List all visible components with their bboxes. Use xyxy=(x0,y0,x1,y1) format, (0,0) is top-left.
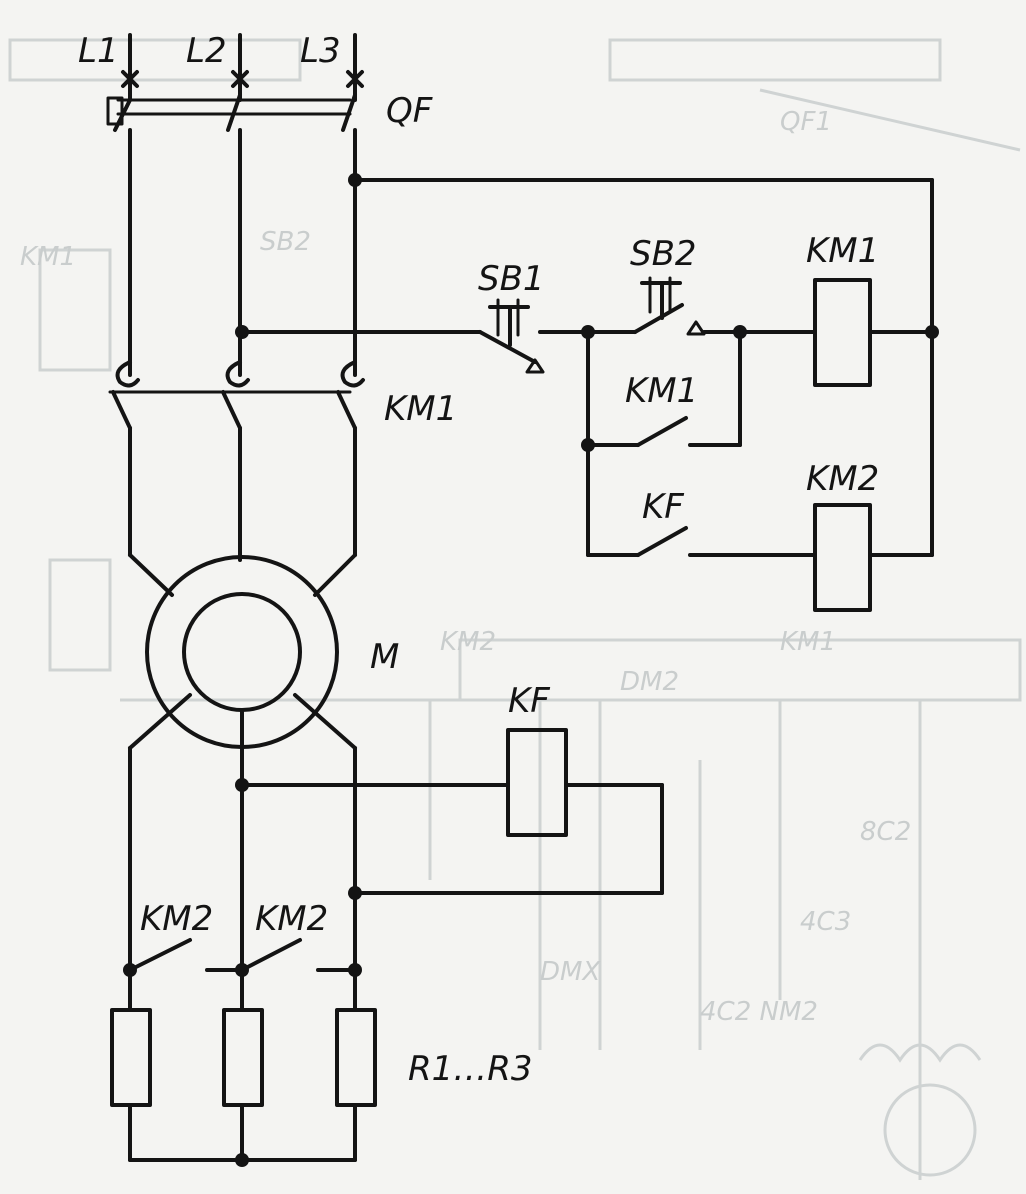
control-circuit xyxy=(235,173,939,612)
km2-coil-icon xyxy=(813,503,872,612)
thermal-hook-icon xyxy=(225,360,250,388)
kf-relay-coil-icon xyxy=(506,728,568,837)
km1-main-contacts xyxy=(108,390,357,597)
label-sb2: SB2 xyxy=(630,234,697,274)
label-motor: M xyxy=(370,637,399,677)
kf-contact xyxy=(586,526,817,557)
svg-text:SB2: SB2 xyxy=(260,227,311,257)
bleed-through-background: KM1 SB2 KM2 DM2 KM1 8C2 4C3 4C2 NM2 DMX … xyxy=(8,38,1022,1180)
label-kf-contact: KF xyxy=(642,487,684,527)
svg-text:KM2: KM2 xyxy=(440,627,496,657)
resistors-r1-r3 xyxy=(110,1008,377,1167)
phase-lines xyxy=(121,33,364,102)
km1-coil-icon xyxy=(813,278,872,387)
svg-text:4C2 NM2: 4C2 NM2 xyxy=(700,997,818,1027)
label-km1-aux: KM1 xyxy=(625,371,698,411)
label-l2: L2 xyxy=(186,31,227,71)
label-km2-coil: KM2 xyxy=(806,459,879,499)
label-resistors: R1…R3 xyxy=(408,1049,533,1089)
label-l3: L3 xyxy=(300,31,341,71)
motor-m xyxy=(128,555,357,972)
km1-aux-contact xyxy=(586,330,742,447)
breaker-qf xyxy=(106,93,365,388)
svg-text:KM1: KM1 xyxy=(780,627,836,657)
sb1-stop-button xyxy=(478,298,545,374)
resistor-r3-icon xyxy=(335,1008,377,1107)
label-kf-relay: KF xyxy=(508,681,550,721)
resistor-r1-icon xyxy=(110,1008,152,1107)
svg-text:KM1: KM1 xyxy=(20,242,76,272)
svg-text:8C2: 8C2 xyxy=(860,817,911,847)
svg-text:4C3: 4C3 xyxy=(800,907,851,937)
label-sb1: SB1 xyxy=(478,259,545,299)
label-km2-contact-b: KM2 xyxy=(255,899,328,939)
label-qf: QF xyxy=(386,91,433,131)
label-km2-contact-a: KM2 xyxy=(140,899,213,939)
km2-rotor-contacts xyxy=(123,938,362,1012)
svg-text:QF1: QF1 xyxy=(780,107,832,137)
resistor-r2-icon xyxy=(222,1008,264,1107)
label-km1-main: KM1 xyxy=(384,389,457,429)
svg-text:DM2: DM2 xyxy=(620,667,679,697)
label-km1-coil: KM1 xyxy=(806,231,879,271)
thermal-hook-icon xyxy=(115,360,140,388)
terminal-mark-l3 xyxy=(346,70,364,88)
sb2-start-button xyxy=(586,276,706,336)
label-l1: L1 xyxy=(78,31,119,71)
terminal-mark-l2 xyxy=(231,70,249,88)
thermal-hook-icon xyxy=(340,360,365,388)
svg-text:DMX: DMX xyxy=(540,957,601,987)
labels: L1 L2 L3 QF KM1 M SB1 SB2 KM1 KM1 KF KM2… xyxy=(78,31,879,1089)
kf-relay xyxy=(235,728,664,900)
motor-rotor-icon xyxy=(182,592,302,712)
breaker-handle-icon xyxy=(106,96,124,126)
terminal-mark-l1 xyxy=(121,70,139,88)
